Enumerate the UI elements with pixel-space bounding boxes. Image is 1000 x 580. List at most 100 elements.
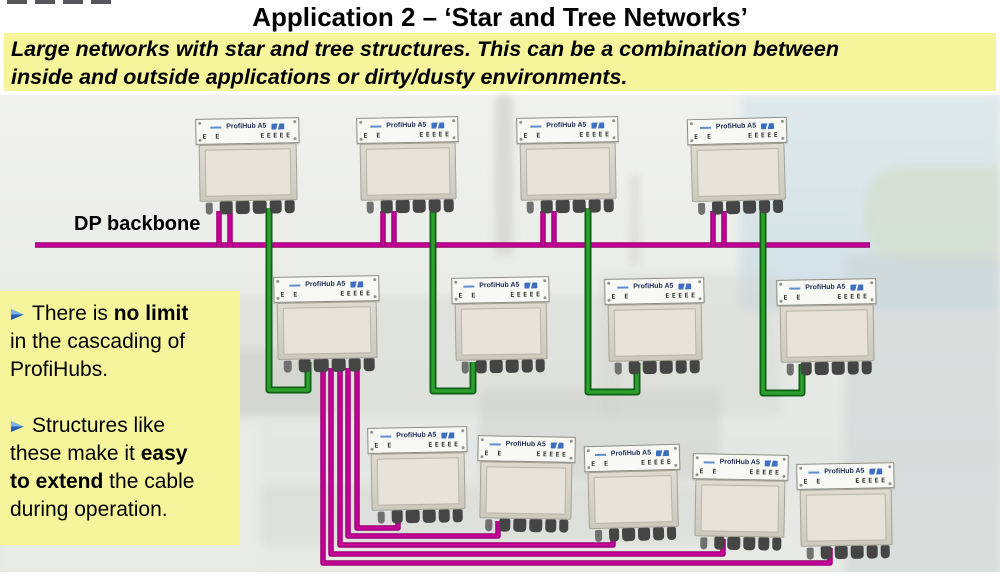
cable-gland-icon bbox=[861, 361, 872, 375]
cable-gland-icon bbox=[391, 510, 404, 524]
device-name: ProfiHub A5 bbox=[386, 121, 427, 130]
profihub-device-hub13: ProfiHub A5 E E EEEEE bbox=[796, 462, 896, 560]
screw-icon bbox=[782, 457, 786, 461]
terminal-block-icon: EEEEE bbox=[837, 292, 870, 302]
cable-glands bbox=[700, 536, 782, 551]
cable-gland-icon bbox=[461, 361, 469, 374]
cable-hub5-hub10 bbox=[346, 368, 500, 538]
device-body bbox=[519, 142, 617, 201]
terminal-blocks: E E EEEEE bbox=[517, 130, 617, 141]
screw-icon bbox=[293, 120, 297, 124]
screw-icon bbox=[359, 137, 363, 141]
terminal-block-icon: EEEEE bbox=[428, 440, 461, 450]
device-body bbox=[454, 302, 548, 361]
screw-icon bbox=[695, 456, 699, 460]
brand-mark-icon bbox=[789, 286, 801, 290]
screw-icon bbox=[689, 122, 693, 126]
screw-icon bbox=[779, 299, 783, 303]
banner-line-1: Large networks with star and tree struct… bbox=[11, 37, 839, 61]
intro-banner: Large networks with star and tree struct… bbox=[4, 33, 996, 91]
terminal-block-icon: EEEEE bbox=[536, 450, 569, 459]
cable-gland-icon bbox=[666, 526, 677, 541]
device-label-plate: ProfiHub A5 E E EEEEE bbox=[583, 443, 681, 473]
terminal-blocks: E E EEEEE bbox=[585, 458, 679, 469]
terminal-blocks: E E EEEEE bbox=[693, 467, 787, 478]
cable-gland-icon bbox=[772, 537, 782, 551]
note-line: to extend the cable bbox=[10, 470, 195, 493]
device-label-plate: ProfiHub A5 E E EEEEE bbox=[692, 453, 789, 481]
device-label-plate: ProfiHub A5 E E EEEEE bbox=[195, 117, 300, 145]
vendor-logo-icon bbox=[655, 449, 670, 456]
device-body bbox=[607, 303, 703, 362]
device-name: ProfiHub A5 bbox=[719, 458, 760, 467]
device-label-plate: ProfiHub A5 E E EEEEE bbox=[451, 276, 550, 304]
cable-gland-icon bbox=[428, 199, 441, 213]
cable-gland-icon bbox=[220, 201, 233, 215]
terminal-block-icon: E E bbox=[484, 449, 504, 458]
vendor-logo-icon bbox=[431, 121, 445, 129]
cable-gland-icon bbox=[498, 518, 511, 532]
terminal-block-icon: E E bbox=[803, 477, 823, 486]
screw-icon bbox=[276, 279, 280, 283]
terminal-blocks: E E EEEEE bbox=[357, 130, 457, 141]
cable-gland-icon bbox=[380, 200, 393, 214]
cable-gland-icon bbox=[452, 509, 463, 523]
note-line: in the cascading of bbox=[10, 330, 186, 353]
vendor-logo-icon bbox=[441, 431, 455, 439]
device-name: ProfiHub A5 bbox=[305, 280, 346, 289]
screw-icon bbox=[276, 296, 280, 300]
screw-icon bbox=[780, 119, 784, 123]
device-label-plate: ProfiHub A5 E E EEEEE bbox=[516, 116, 619, 144]
terminal-blocks: E E EEEEE bbox=[274, 289, 378, 300]
terminal-block-icon: EEEEE bbox=[665, 291, 698, 301]
cable-gland-icon bbox=[800, 362, 813, 376]
cable-gland-icon bbox=[572, 199, 587, 213]
cable-gland-icon bbox=[283, 360, 292, 373]
cable-glands bbox=[366, 199, 454, 214]
cable-gland-icon bbox=[608, 528, 620, 542]
terminal-block-icon: EEEEE bbox=[749, 468, 782, 477]
cable-gland-icon bbox=[614, 362, 622, 375]
terminal-blocks: E E EEEEE bbox=[605, 291, 703, 302]
screw-icon bbox=[359, 120, 363, 124]
device-body bbox=[359, 142, 457, 201]
terminal-block-icon: EEEEE bbox=[340, 289, 373, 299]
cable-gland-icon bbox=[364, 358, 375, 372]
device-panel bbox=[376, 457, 460, 506]
device-panel bbox=[460, 307, 542, 356]
device-name: ProfiHub A5 bbox=[505, 440, 546, 449]
terminal-blocks: E E EEEEE bbox=[777, 292, 875, 303]
cable-gland-icon bbox=[653, 527, 665, 541]
cable-hub1-hub5 bbox=[267, 208, 310, 392]
screw-icon bbox=[799, 483, 803, 487]
screw-icon bbox=[673, 446, 677, 450]
cable-gland-icon bbox=[348, 358, 362, 372]
device-name: ProfiHub A5 bbox=[546, 121, 587, 130]
slide-title: Application 2 – ‘Star and Tree Networks’ bbox=[252, 2, 748, 32]
terminal-block-icon: EEEEE bbox=[510, 290, 543, 300]
cable-gland-icon bbox=[526, 201, 535, 214]
cable-glands bbox=[614, 360, 700, 375]
dp-backbone-label: DP backbone bbox=[74, 213, 201, 235]
terminal-block-icon: EEEEE bbox=[748, 131, 781, 140]
cable-gland-icon bbox=[331, 358, 346, 372]
device-name: ProfiHub A5 bbox=[226, 122, 267, 131]
device-name: ProfiHub A5 bbox=[805, 283, 846, 292]
screw-icon bbox=[781, 136, 785, 140]
cable-gland-icon bbox=[443, 199, 454, 213]
device-panel bbox=[593, 474, 673, 525]
note-line: There is no limit bbox=[10, 300, 234, 328]
cable-glands bbox=[806, 545, 890, 560]
terminal-block-icon: EEEEE bbox=[855, 476, 888, 486]
screw-icon bbox=[370, 447, 374, 451]
device-label-plate: ProfiHub A5 E E EEEEE bbox=[686, 116, 788, 146]
cable-gland-icon bbox=[422, 509, 436, 523]
note-line: Structures like bbox=[10, 412, 234, 440]
brand-mark-icon bbox=[703, 460, 715, 464]
cable-gland-icon bbox=[558, 519, 569, 533]
screw-icon bbox=[695, 473, 699, 477]
device-label-plate: ProfiHub A5 E E EEEEE bbox=[776, 278, 877, 306]
brand-mark-icon bbox=[594, 453, 606, 456]
